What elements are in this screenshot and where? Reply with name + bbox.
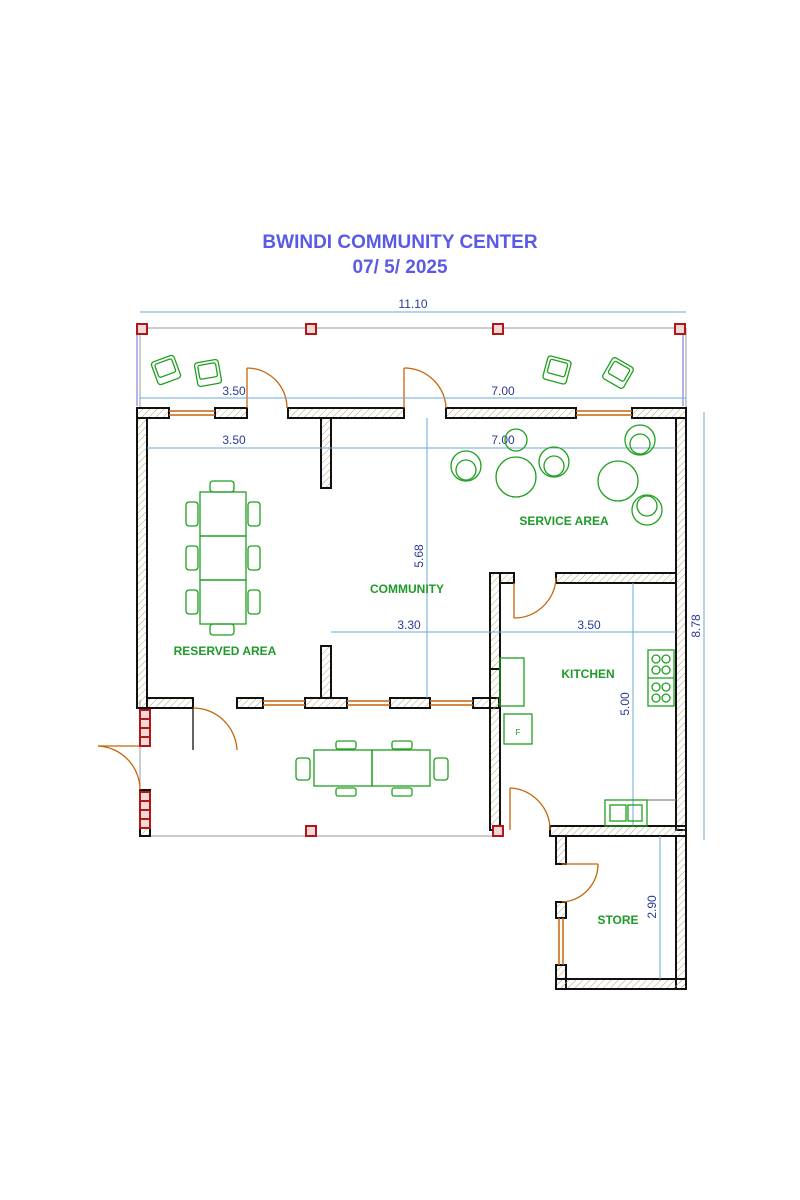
room-label-service-area: SERVICE AREA bbox=[519, 514, 609, 528]
doors[interactable] bbox=[97, 367, 599, 903]
plan-title: BWINDI COMMUNITY CENTER bbox=[262, 232, 538, 253]
door-store[interactable] bbox=[561, 863, 599, 903]
door-reserved[interactable] bbox=[192, 707, 238, 751]
room-label-community: COMMUNITY bbox=[370, 582, 444, 596]
round-table-icon bbox=[495, 456, 639, 502]
furniture bbox=[150, 354, 676, 827]
door-kitchen-bottom[interactable] bbox=[509, 787, 551, 831]
fridge-label: F bbox=[516, 728, 521, 737]
dim-kitchen-width: 3.50 bbox=[577, 618, 601, 632]
dim-community-width: 3.30 bbox=[397, 618, 421, 632]
room-label-reserved-area: RESERVED AREA bbox=[174, 644, 277, 658]
dim-community-depth: 5.68 bbox=[412, 544, 426, 568]
kitchen-counter bbox=[499, 657, 533, 745]
dim-inner-left-span: 3.50 bbox=[222, 433, 246, 447]
armchair-icon bbox=[602, 357, 634, 389]
dimension-lines bbox=[140, 311, 705, 979]
door-top-center[interactable] bbox=[403, 367, 447, 409]
room-label-kitchen: KITCHEN bbox=[561, 667, 614, 681]
dim-store-depth: 2.90 bbox=[645, 895, 659, 919]
columns bbox=[136, 323, 686, 837]
sink-icon bbox=[604, 799, 676, 827]
armchair-icon bbox=[150, 354, 182, 386]
door-top-left[interactable] bbox=[246, 367, 288, 409]
windows bbox=[169, 410, 632, 965]
dim-overall-width: 11.10 bbox=[398, 297, 427, 311]
room-label-store: STORE bbox=[597, 913, 638, 927]
door-kitchen-top[interactable] bbox=[513, 577, 557, 619]
dim-kitchen-depth: 5.00 bbox=[618, 692, 632, 716]
chair-icon bbox=[450, 424, 663, 526]
reserved-table-icon bbox=[185, 480, 261, 636]
door-entry[interactable] bbox=[97, 745, 141, 791]
armchair-icon bbox=[542, 355, 572, 385]
stove-icon bbox=[647, 649, 675, 707]
dining-table-icon bbox=[295, 740, 449, 797]
lower-veranda bbox=[139, 700, 500, 837]
dim-top-left-span: 3.50 bbox=[222, 384, 246, 398]
dim-inner-right-span: 7.00 bbox=[491, 433, 515, 447]
dim-top-right-span: 7.00 bbox=[491, 384, 515, 398]
plan-date: 07/ 5/ 2025 bbox=[352, 257, 448, 278]
veranda-outline bbox=[136, 327, 687, 408]
dim-overall-depth: 8.78 bbox=[689, 614, 703, 638]
armchair-icon bbox=[193, 358, 223, 388]
